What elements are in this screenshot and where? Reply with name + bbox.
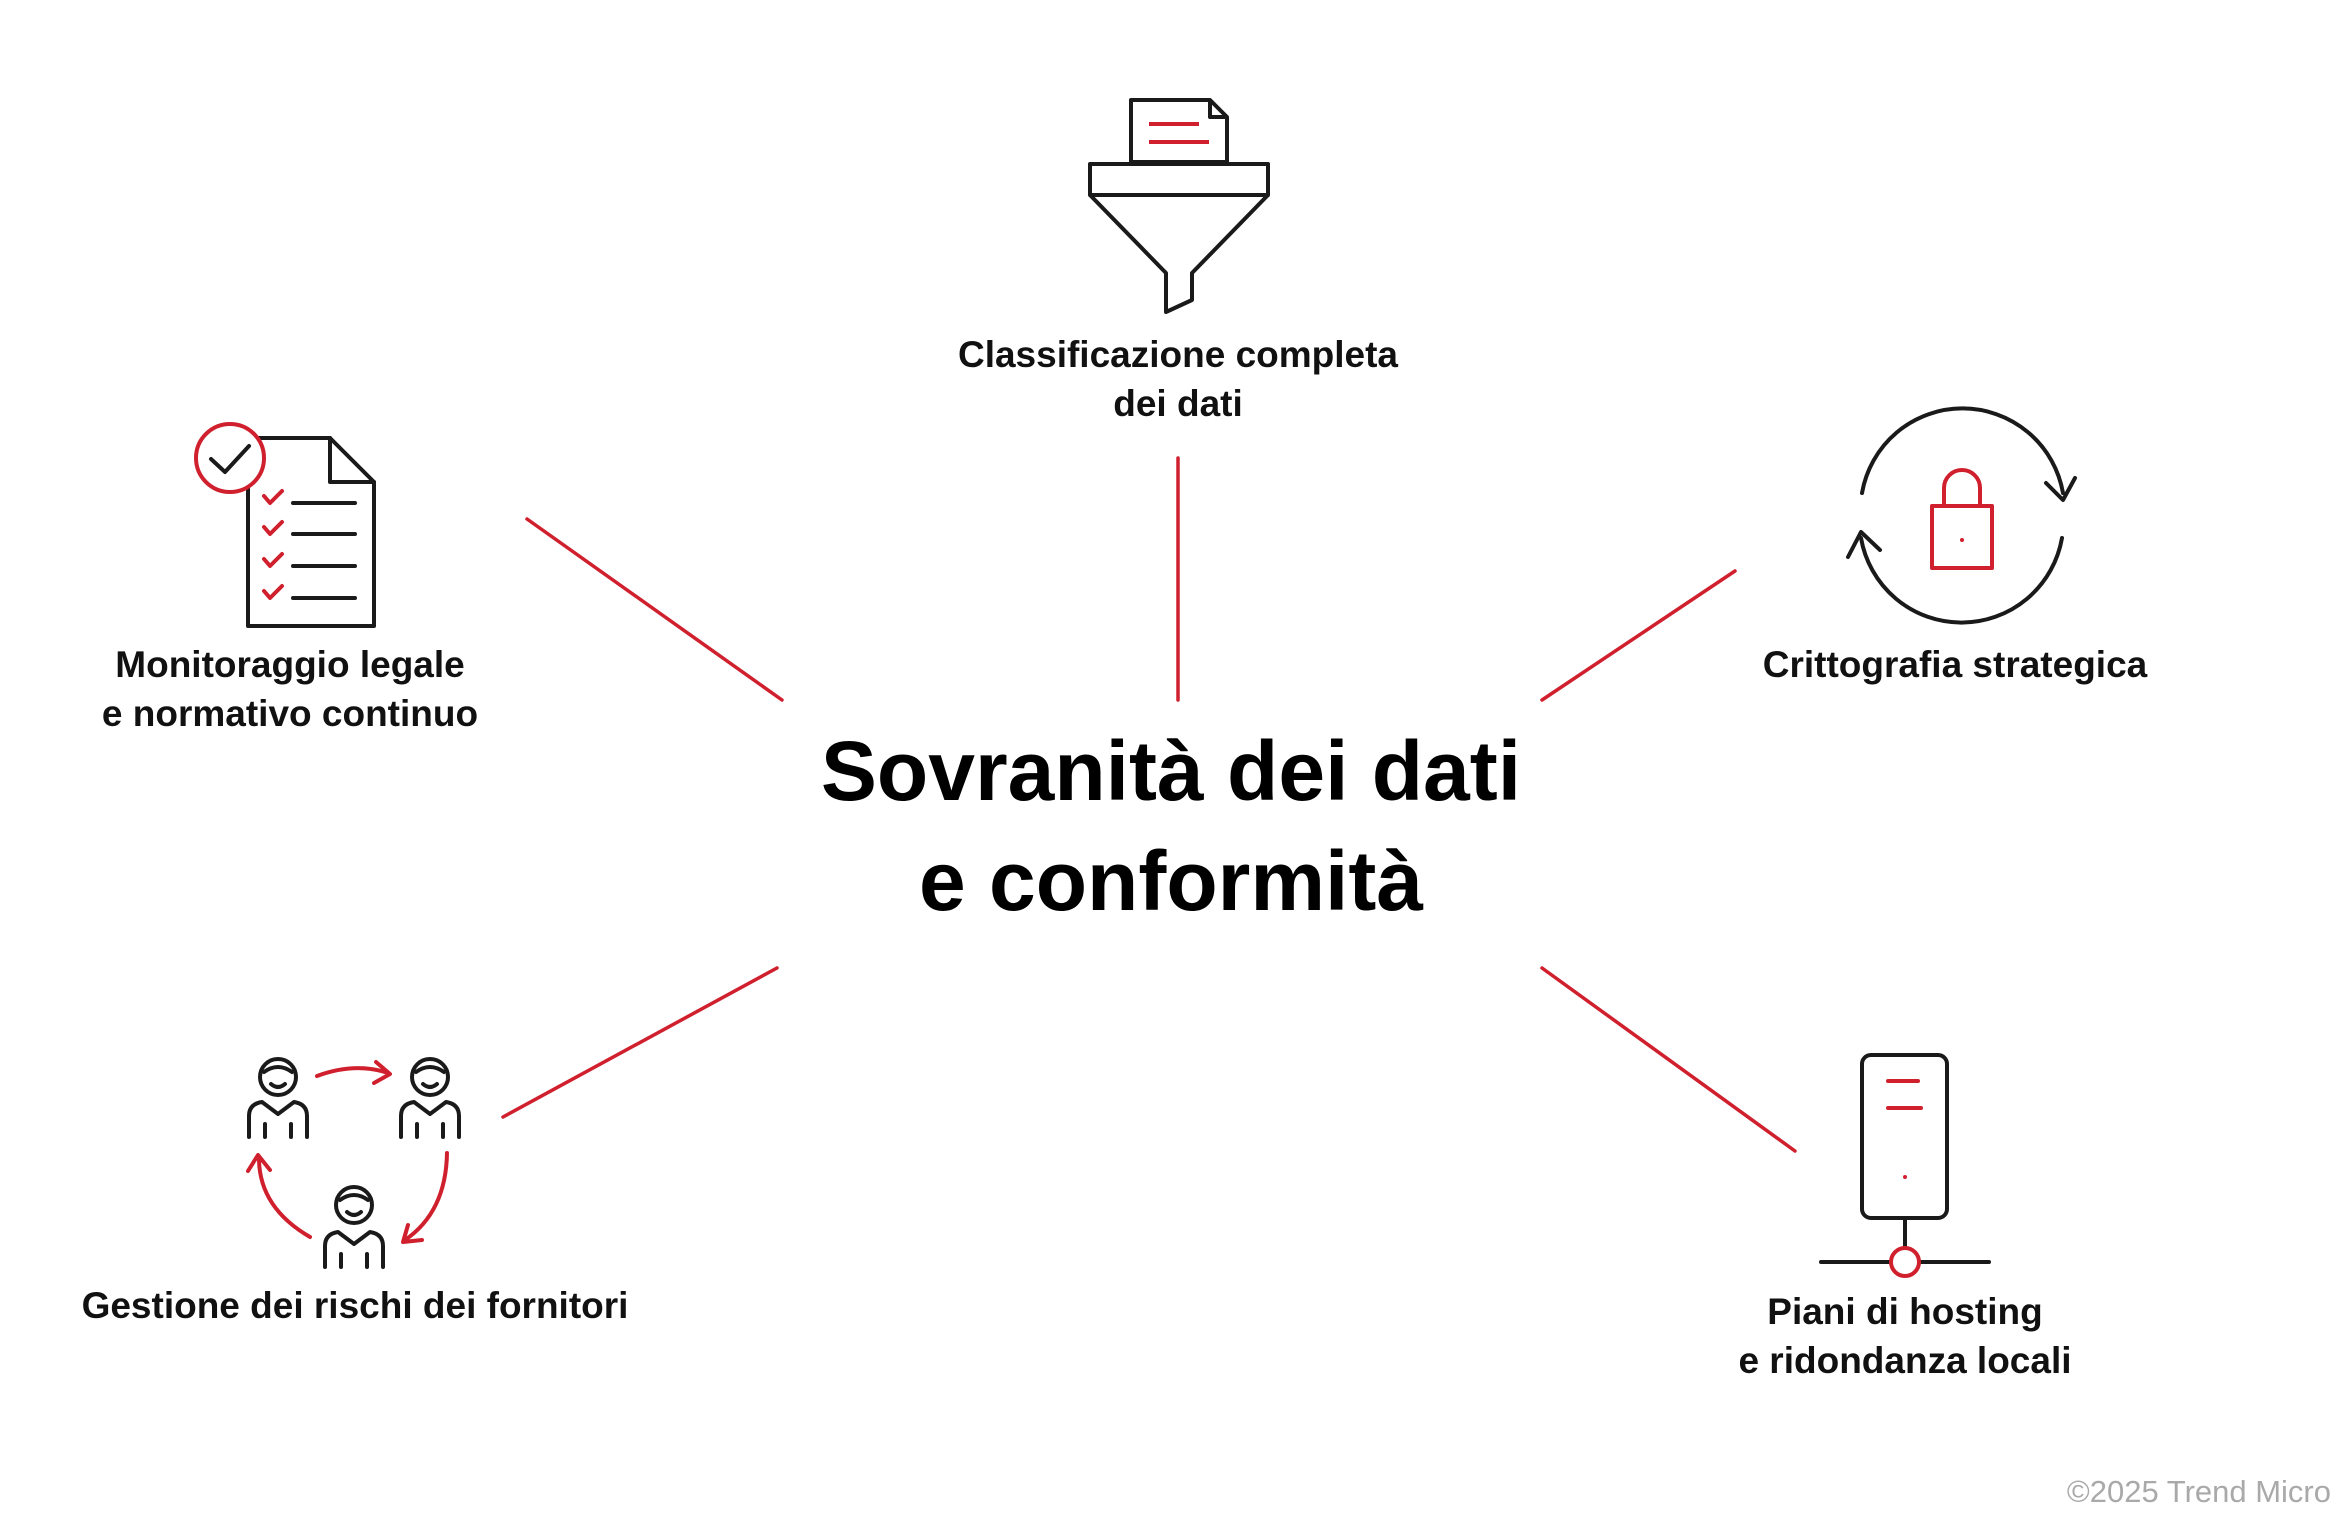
center-title-line2: e conformità xyxy=(918,834,1424,928)
server-network-icon xyxy=(1819,1053,1991,1278)
node-label-legal-monitoring-line2: e normativo continuo xyxy=(101,693,479,734)
connector-line-encryption xyxy=(1540,569,1737,702)
connector-line-local-hosting xyxy=(1540,966,1797,1153)
connector-line-vendor-risk xyxy=(501,966,779,1119)
node-label-vendor-risk-line1: Gestione dei rischi dei fornitori xyxy=(81,1285,629,1326)
node-label-vendor-risk: Gestione dei rischi dei fornitori xyxy=(30,1281,680,1330)
node-label-classification-line2: dei dati xyxy=(1113,383,1243,424)
node-label-classification: Classificazione completa dei dati xyxy=(878,330,1478,428)
center-title-line1: Sovranità dei dati xyxy=(820,724,1522,818)
node-label-local-hosting: Piani di hosting e ridondanza locali xyxy=(1655,1287,2155,1385)
people-cycle-icon xyxy=(246,1057,461,1269)
funnel-document-icon xyxy=(1088,98,1270,314)
node-label-encryption-line1: Crittografia strategica xyxy=(1762,644,2148,685)
node-label-legal-monitoring: Monitoraggio legale e normativo continuo xyxy=(40,640,540,738)
copyright-notice: ©2025 Trend Micro xyxy=(2066,1474,2331,1509)
node-label-classification-line1: Classificazione completa xyxy=(957,334,1399,375)
node-label-encryption: Crittografia strategica xyxy=(1705,640,2205,689)
checklist-document-icon xyxy=(194,422,376,628)
node-label-legal-monitoring-line1: Monitoraggio legale xyxy=(115,644,465,685)
node-label-local-hosting-line1: Piani di hosting xyxy=(1767,1291,2043,1332)
connector-line-legal-monitoring xyxy=(525,517,784,702)
center-title: Sovranità dei dati e conformità xyxy=(671,716,1671,936)
node-label-local-hosting-line2: e ridondanza locali xyxy=(1738,1340,2072,1381)
lock-sync-icon xyxy=(1846,406,2077,625)
